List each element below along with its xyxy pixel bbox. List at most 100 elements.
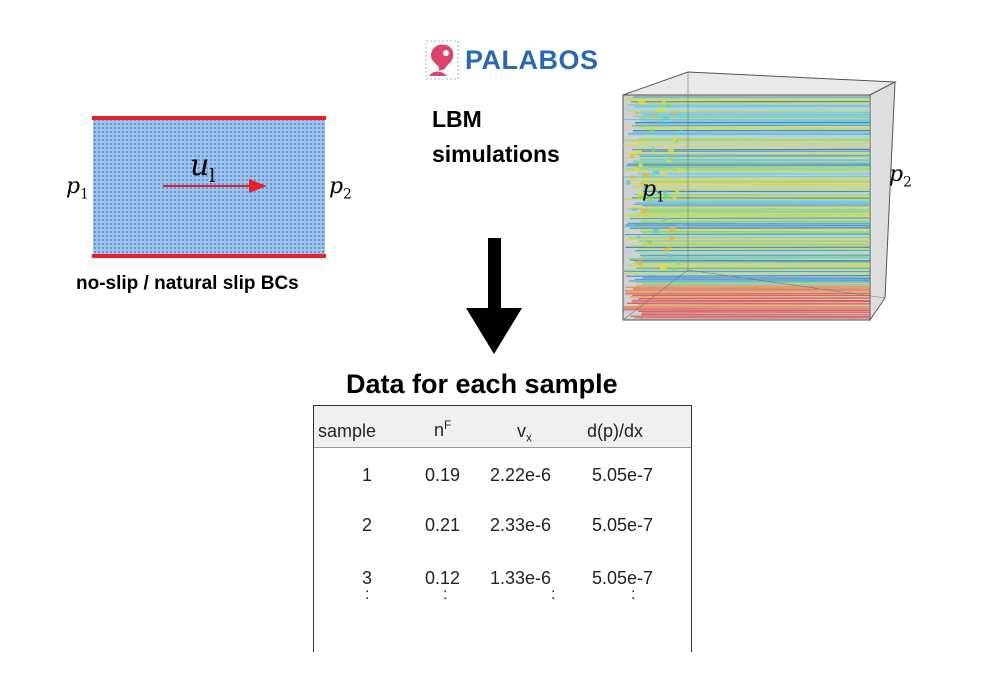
inlet-blotch bbox=[672, 196, 677, 200]
streamline bbox=[638, 253, 870, 255]
inlet-blotch bbox=[637, 260, 642, 264]
inlet-blotch bbox=[648, 196, 652, 201]
header-velocity: vx bbox=[517, 421, 532, 445]
inlet-blotch bbox=[676, 224, 684, 227]
inlet-blotch bbox=[677, 168, 683, 173]
inlet-blotch bbox=[678, 130, 683, 133]
inlet-blotch bbox=[666, 254, 673, 258]
inlet-blotch bbox=[666, 104, 671, 108]
table-cell-sample: 3 bbox=[362, 568, 373, 588]
streamline bbox=[626, 238, 870, 241]
inlet-blotch bbox=[631, 208, 638, 211]
streamline bbox=[624, 175, 870, 178]
inlet-blotch bbox=[634, 111, 639, 115]
inlet-blotch bbox=[646, 242, 651, 246]
cube-outlet-pressure-label: p2 bbox=[889, 162, 912, 191]
table-right-border bbox=[691, 405, 692, 652]
table-cell-gradient: 5.05e-7 bbox=[592, 515, 654, 535]
inlet-blotch bbox=[630, 224, 634, 227]
palabos-logo: PALABOS bbox=[425, 38, 599, 82]
top-wall bbox=[92, 116, 326, 120]
table-cell-sample: 2 bbox=[362, 515, 373, 535]
inlet-blotch bbox=[668, 147, 674, 153]
inlet-blotch bbox=[638, 163, 643, 168]
inlet-blotch bbox=[664, 219, 672, 222]
inlet-blotch bbox=[641, 209, 648, 214]
inlet-blotch bbox=[666, 247, 672, 250]
inlet-blotch bbox=[647, 239, 652, 244]
continuation-dots: : bbox=[443, 586, 448, 603]
inlet-blotch bbox=[666, 159, 672, 163]
inlet-blotch bbox=[663, 194, 670, 199]
inlet-blotch bbox=[663, 116, 670, 120]
velocity-label: ul bbox=[190, 148, 216, 187]
table-cell-sample: 1 bbox=[362, 465, 373, 485]
inlet-blotch bbox=[636, 235, 641, 239]
lbm-label: LBM bbox=[432, 106, 482, 132]
inlet-blotch bbox=[630, 176, 635, 179]
streamline bbox=[636, 274, 870, 276]
streamline bbox=[642, 136, 870, 139]
streamline bbox=[626, 275, 870, 277]
inlet-blotch bbox=[663, 122, 670, 127]
streamline bbox=[638, 303, 870, 306]
inlet-blotch bbox=[675, 190, 680, 194]
flow-arrow-icon bbox=[163, 179, 267, 193]
streamline bbox=[627, 257, 870, 260]
table-cell-velocity: 2.33e-6 bbox=[490, 515, 552, 535]
inlet-blotch bbox=[642, 173, 649, 177]
table-top-border bbox=[313, 405, 692, 406]
continuation-dots: : bbox=[631, 586, 636, 603]
inlet-blotch bbox=[649, 129, 655, 133]
inlet-blotch bbox=[663, 217, 671, 221]
streamline bbox=[636, 102, 870, 105]
inlet-blotch bbox=[675, 261, 679, 265]
inlet-blotch bbox=[652, 228, 659, 234]
inlet-blotch bbox=[651, 147, 656, 152]
continuation-dots: : bbox=[551, 586, 556, 603]
inlet-blotch bbox=[640, 183, 645, 186]
inlet-blotch bbox=[663, 191, 668, 196]
inlet-blotch bbox=[638, 100, 646, 105]
streamline bbox=[630, 174, 870, 177]
header-porosity: nF bbox=[434, 418, 452, 440]
inlet-blotch bbox=[635, 150, 643, 153]
table-left-border bbox=[313, 405, 314, 652]
palabos-logo-text: PALABOS bbox=[465, 44, 599, 75]
inlet-blotch bbox=[660, 264, 666, 270]
inlet-blotch bbox=[637, 196, 643, 199]
inlet-blotch bbox=[630, 154, 635, 158]
inlet-blotch bbox=[650, 174, 656, 178]
inlet-blotch bbox=[670, 267, 677, 270]
header-sample: sample bbox=[318, 421, 377, 441]
streamline bbox=[624, 118, 870, 121]
cube-inlet-pressure-label: p1 bbox=[642, 177, 665, 206]
table-cell-porosity: 0.12 bbox=[425, 568, 461, 588]
data-table: sample nF vx d(p)/dx 1 0.19 2.22e-6 5.05… bbox=[313, 405, 693, 652]
inlet-blotch bbox=[653, 170, 660, 175]
continuation-dots: : bbox=[365, 586, 370, 603]
streamline bbox=[631, 191, 870, 194]
inlet-blotch bbox=[668, 157, 674, 161]
table-cell-gradient: 5.05e-7 bbox=[592, 465, 654, 485]
streamline bbox=[640, 230, 870, 233]
inlet-blotch bbox=[651, 115, 657, 118]
streamline bbox=[629, 259, 870, 262]
outlet-pressure-label: p2 bbox=[329, 174, 352, 203]
inlet-blotch bbox=[657, 107, 664, 113]
inlet-blotch bbox=[669, 227, 676, 232]
streamline bbox=[624, 156, 870, 159]
inlet-blotch bbox=[669, 236, 675, 240]
inlet-blotch bbox=[660, 173, 667, 176]
palabos-logo-icon bbox=[425, 40, 459, 80]
inlet-blotch bbox=[638, 141, 643, 144]
simulation-cube-image bbox=[622, 71, 897, 322]
streamline bbox=[632, 159, 870, 162]
data-title: Data for each sample bbox=[346, 369, 618, 399]
inlet-blotch bbox=[661, 219, 665, 223]
table-header: sample nF vx d(p)/dx bbox=[314, 406, 691, 448]
table-cell-porosity: 0.19 bbox=[425, 465, 461, 485]
streamline bbox=[624, 107, 870, 110]
inlet-blotch bbox=[638, 192, 644, 197]
header-pressure-gradient: d(p)/dx bbox=[587, 421, 644, 441]
